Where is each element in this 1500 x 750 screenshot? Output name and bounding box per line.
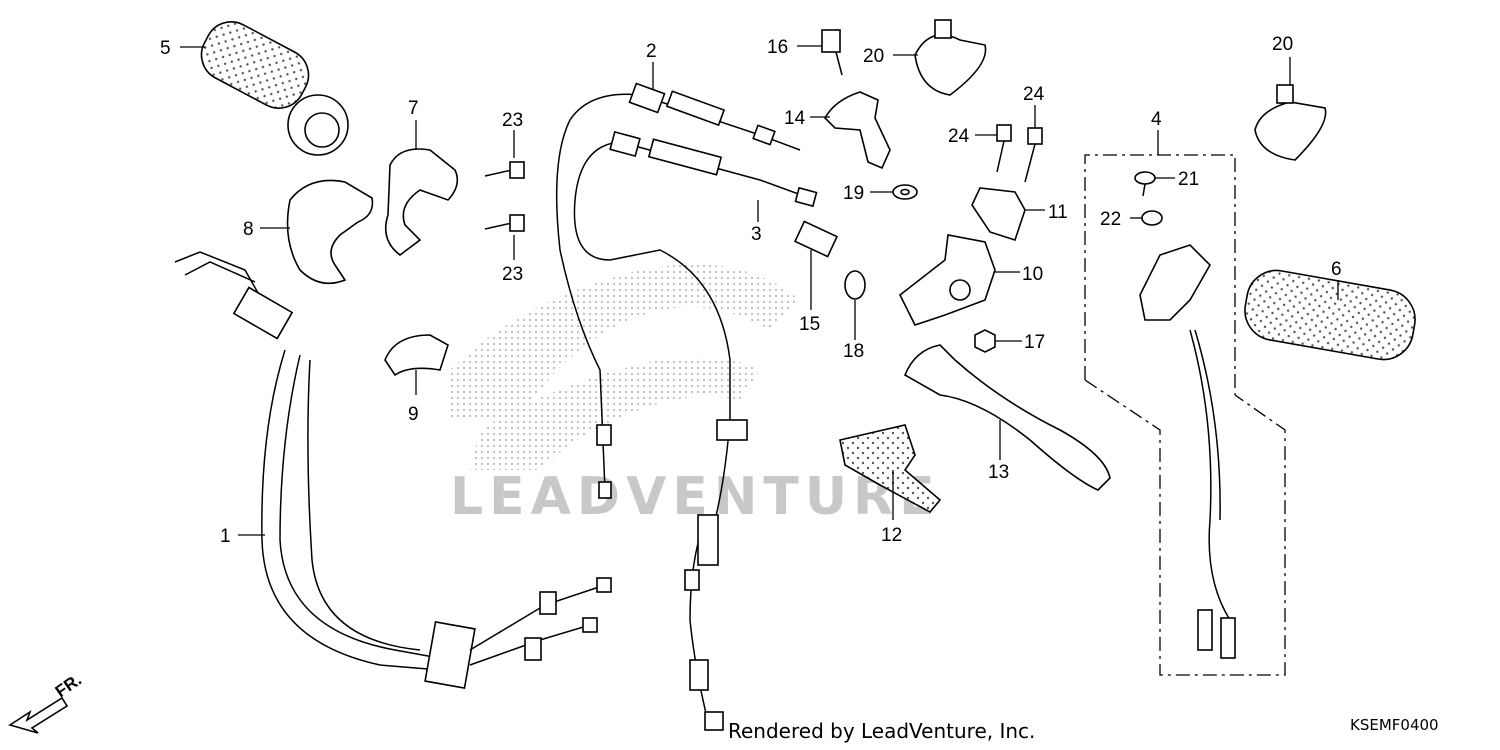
callout-13: 13 bbox=[988, 462, 1009, 483]
callout-23-upper: 23 bbox=[502, 110, 523, 131]
washer-19 bbox=[892, 184, 918, 200]
clutch-lever-13 bbox=[903, 344, 1111, 491]
cable-adjuster-15 bbox=[793, 220, 839, 258]
screw-23-lower bbox=[484, 214, 525, 232]
watermark-logo: LEADVENTURE bbox=[450, 264, 941, 527]
left-grip bbox=[1244, 269, 1416, 361]
callout-14: 14 bbox=[784, 108, 806, 129]
lever-holder-cap-11 bbox=[971, 187, 1026, 242]
callout-3: 3 bbox=[751, 224, 762, 245]
cable-band-20-right bbox=[1254, 84, 1327, 161]
engine-stop-switch-4 bbox=[1084, 154, 1286, 676]
callout-18: 18 bbox=[843, 341, 864, 362]
callout-2: 2 bbox=[646, 41, 657, 62]
watermark-text: LEADVENTURE bbox=[450, 467, 941, 527]
screw-23-upper bbox=[484, 161, 525, 179]
callout-11: 11 bbox=[1048, 202, 1068, 223]
lock-nut-18 bbox=[844, 270, 866, 300]
throttle-housing-upper bbox=[384, 148, 459, 257]
callout-22: 22 bbox=[1100, 209, 1121, 230]
callout-23-lower: 23 bbox=[502, 264, 523, 285]
callout-20-left: 20 bbox=[863, 46, 884, 67]
callout-4: 4 bbox=[1151, 109, 1162, 130]
callout-9: 9 bbox=[408, 404, 419, 425]
callout-16: 16 bbox=[767, 37, 788, 58]
screw-21 bbox=[1134, 171, 1156, 197]
lever-cover-12 bbox=[839, 424, 942, 514]
callout-12: 12 bbox=[881, 525, 902, 546]
diagram-code: KSEMF0400 bbox=[1350, 716, 1439, 734]
cable-band-20-left bbox=[914, 19, 987, 96]
callout-24-right: 24 bbox=[1023, 84, 1045, 105]
throttle-housing-lower bbox=[286, 179, 374, 285]
callout-10: 10 bbox=[1022, 264, 1043, 285]
leader-lines bbox=[180, 45, 1339, 536]
clutch-lever-bracket-10 bbox=[898, 234, 996, 326]
callout-8: 8 bbox=[243, 219, 254, 240]
grip-opening bbox=[304, 112, 340, 148]
callout-7: 7 bbox=[408, 98, 419, 119]
bolt-16 bbox=[821, 29, 843, 76]
bolt-24-right bbox=[1024, 127, 1043, 183]
callout-21: 21 bbox=[1178, 169, 1199, 190]
throttle-grip bbox=[200, 21, 349, 156]
washer-22 bbox=[1141, 210, 1163, 226]
callout-5: 5 bbox=[160, 38, 171, 59]
watermark-wing-shape bbox=[450, 264, 800, 420]
throttle-cover bbox=[384, 334, 449, 377]
callout-6: 6 bbox=[1331, 259, 1342, 280]
callout-1: 1 bbox=[220, 526, 231, 547]
watermark-wing-shape-lower bbox=[470, 356, 760, 470]
throttle-cable bbox=[174, 251, 612, 689]
callout-24-left: 24 bbox=[948, 126, 970, 147]
front-direction-arrow-icon bbox=[8, 696, 69, 734]
hot-start-cable bbox=[573, 130, 818, 731]
callout-17: 17 bbox=[1024, 332, 1045, 353]
hot-start-lever-bracket bbox=[824, 91, 891, 170]
callout-15: 15 bbox=[799, 314, 820, 335]
bolt-24-left bbox=[996, 124, 1012, 173]
clutch-cable bbox=[555, 82, 801, 499]
callout-20-right: 20 bbox=[1272, 34, 1293, 55]
callout-labels: 5 7 8 9 23 23 1 2 3 16 20 14 19 15 18 24… bbox=[160, 34, 1342, 547]
nut-17 bbox=[974, 329, 996, 353]
callout-19: 19 bbox=[843, 183, 864, 204]
render-credit: Rendered by LeadVenture, Inc. bbox=[728, 719, 1036, 743]
